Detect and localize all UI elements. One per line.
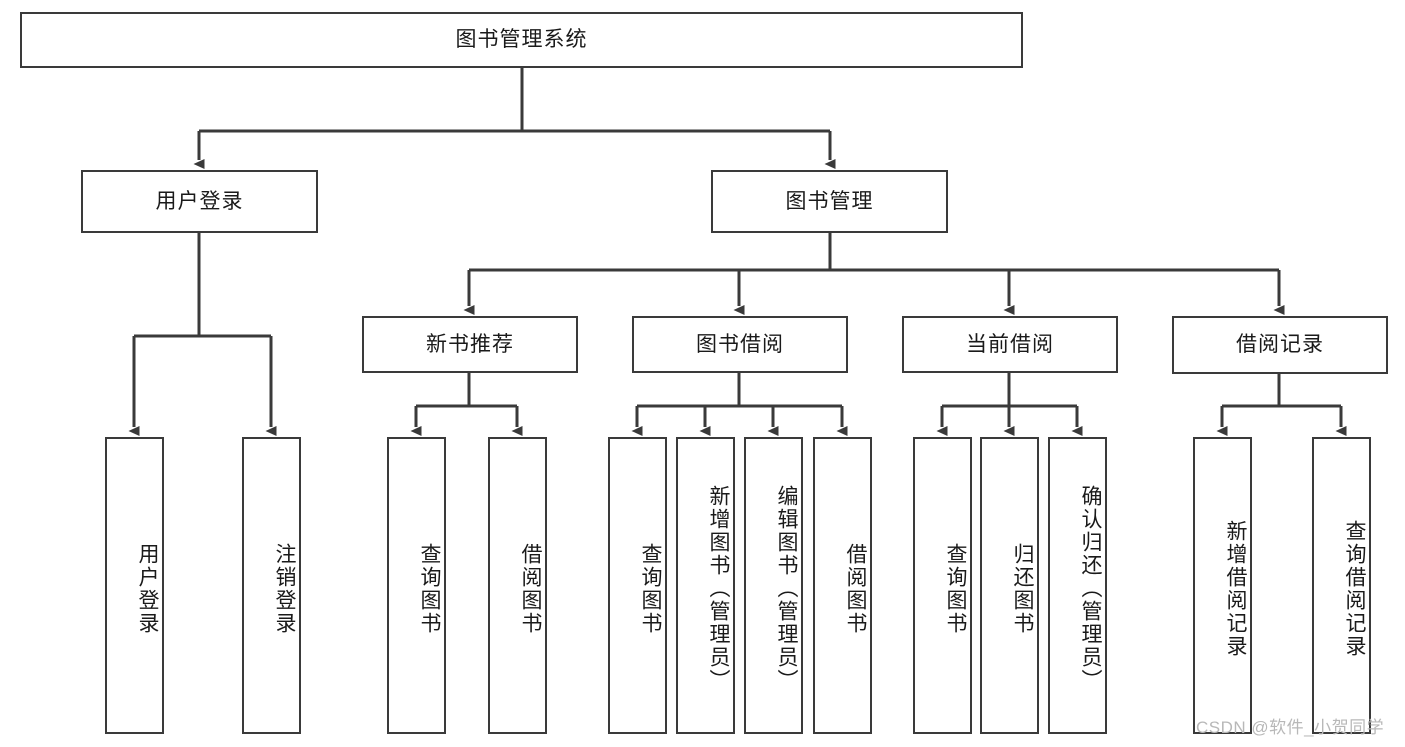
node-label: 新书推荐 (426, 332, 514, 356)
leaf-add-borrow-record[interactable]: 新增借阅记录 (1193, 437, 1252, 734)
node-book-management[interactable]: 图书管理 (711, 170, 948, 233)
node-label: 注销登录 (273, 542, 296, 635)
node-label: 新增借阅记录 (1224, 519, 1247, 658)
leaf-query-book-current[interactable]: 查询图书 (913, 437, 972, 734)
leaf-query-borrow-record[interactable]: 查询借阅记录 (1312, 437, 1371, 734)
node-label: 图书借阅 (696, 332, 784, 356)
leaf-borrow-book-recommend[interactable]: 借阅图书 (488, 437, 547, 734)
leaf-borrow-book[interactable]: 借阅图书 (813, 437, 872, 734)
node-current-borrow[interactable]: 当前借阅 (902, 316, 1118, 373)
leaf-query-book-recommend[interactable]: 查询图书 (387, 437, 446, 734)
node-label: 归还图书 (1011, 542, 1034, 635)
node-label: 查询图书 (418, 542, 441, 635)
node-label: 用户登录 (136, 542, 159, 635)
node-label: 确认归还（管理员） (1079, 485, 1102, 692)
node-label: 新增图书（管理员） (707, 485, 730, 692)
leaf-user-login[interactable]: 用户登录 (105, 437, 164, 734)
node-borrow-record[interactable]: 借阅记录 (1172, 316, 1388, 374)
node-label: 编辑图书（管理员） (775, 485, 798, 692)
node-label: 借阅图书 (519, 542, 542, 635)
leaf-confirm-return[interactable]: 确认归还（管理员） (1048, 437, 1107, 734)
leaf-logout[interactable]: 注销登录 (242, 437, 301, 734)
node-label: 用户登录 (155, 189, 244, 213)
watermark-text: CSDN @软件_小贺同学 (1196, 718, 1385, 737)
node-label: 图书管理系统 (455, 28, 588, 52)
node-book-borrow[interactable]: 图书借阅 (632, 316, 848, 373)
node-label: 当前借阅 (966, 332, 1054, 356)
node-root-book-management-system[interactable]: 图书管理系统 (20, 12, 1023, 68)
node-label: 查询借阅记录 (1343, 519, 1366, 658)
node-label: 查询图书 (944, 542, 967, 635)
node-label: 查询图书 (639, 542, 662, 635)
node-new-book-recommend[interactable]: 新书推荐 (362, 316, 578, 373)
node-label: 借阅记录 (1236, 333, 1324, 357)
node-user-login[interactable]: 用户登录 (81, 170, 318, 233)
node-label: 借阅图书 (844, 542, 867, 635)
leaf-edit-book[interactable]: 编辑图书（管理员） (744, 437, 803, 734)
csdn-watermark: CSDN @软件_小贺同学 (1196, 713, 1384, 738)
leaf-query-book-borrow[interactable]: 查询图书 (608, 437, 667, 734)
leaf-return-book[interactable]: 归还图书 (980, 437, 1039, 734)
node-label: 图书管理 (785, 189, 874, 213)
leaf-add-book[interactable]: 新增图书（管理员） (676, 437, 735, 734)
